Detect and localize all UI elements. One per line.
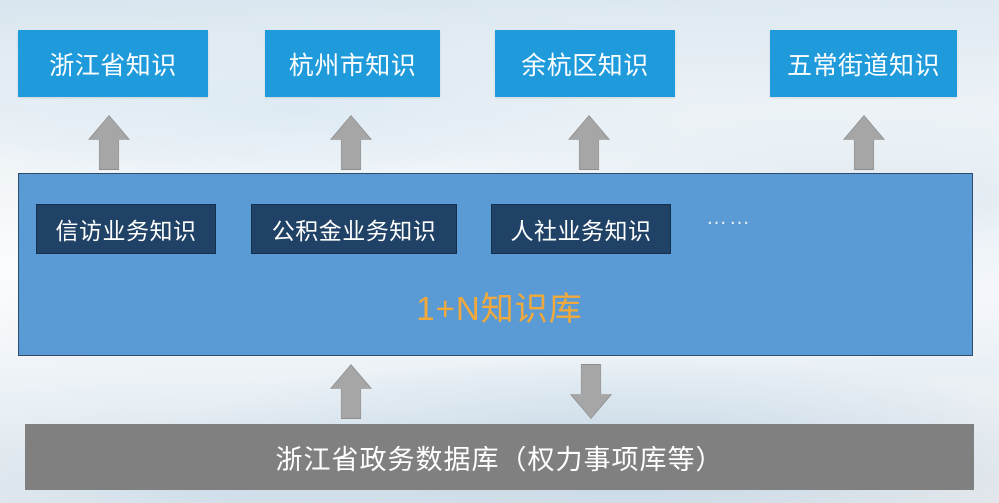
region-box-label: 杭州市知识 xyxy=(288,51,417,80)
region-box-yuhang[interactable]: 余杭区知识 xyxy=(495,30,675,97)
region-box-hangzhou[interactable]: 杭州市知识 xyxy=(265,30,440,97)
government-database-bar[interactable]: 浙江省政务数据库（权力事项库等） xyxy=(25,424,974,490)
knowledge-base-title: 1+N知识库 xyxy=(416,290,583,327)
government-database-label: 浙江省政务数据库（权力事项库等） xyxy=(275,444,724,475)
business-box-label: 人社业务知识 xyxy=(510,218,652,244)
region-box-zhejiang[interactable]: 浙江省知识 xyxy=(18,30,208,97)
business-box-label: 信访业务知识 xyxy=(55,218,197,244)
business-box-human-resources[interactable]: 人社业务知识 xyxy=(491,204,671,254)
arrow-up-icon-to-hangzhou xyxy=(330,115,372,170)
business-box-housing-fund[interactable]: 公积金业务知识 xyxy=(251,204,457,254)
arrow-up-icon-to-wuchang-street xyxy=(843,115,885,170)
region-box-label: 余杭区知识 xyxy=(521,51,649,80)
knowledge-base-panel: 信访业务知识 公积金业务知识 人社业务知识 xyxy=(18,173,973,356)
arrow-fill xyxy=(571,365,611,418)
ellipsis-more-indicator: …… xyxy=(706,206,752,229)
arrow-fill xyxy=(89,116,129,169)
arrow-fill xyxy=(844,116,884,169)
arrow-fill xyxy=(331,365,371,418)
business-box-label: 公积金业务知识 xyxy=(271,218,437,244)
arrow-fill xyxy=(569,116,609,169)
region-box-label: 浙江省知识 xyxy=(49,51,177,80)
arrow-up-icon-to-zhejiang xyxy=(88,115,130,170)
business-box-petition[interactable]: 信访业务知识 xyxy=(36,204,216,254)
arrow-up-icon-to-yuhang xyxy=(568,115,610,170)
arrow-up-icon-from-database xyxy=(330,364,372,419)
region-box-label: 五常街道知识 xyxy=(786,51,940,80)
region-box-wuchang-street[interactable]: 五常街道知识 xyxy=(770,30,957,97)
arrow-fill xyxy=(331,116,371,169)
arrow-down-icon-to-database xyxy=(570,364,612,419)
